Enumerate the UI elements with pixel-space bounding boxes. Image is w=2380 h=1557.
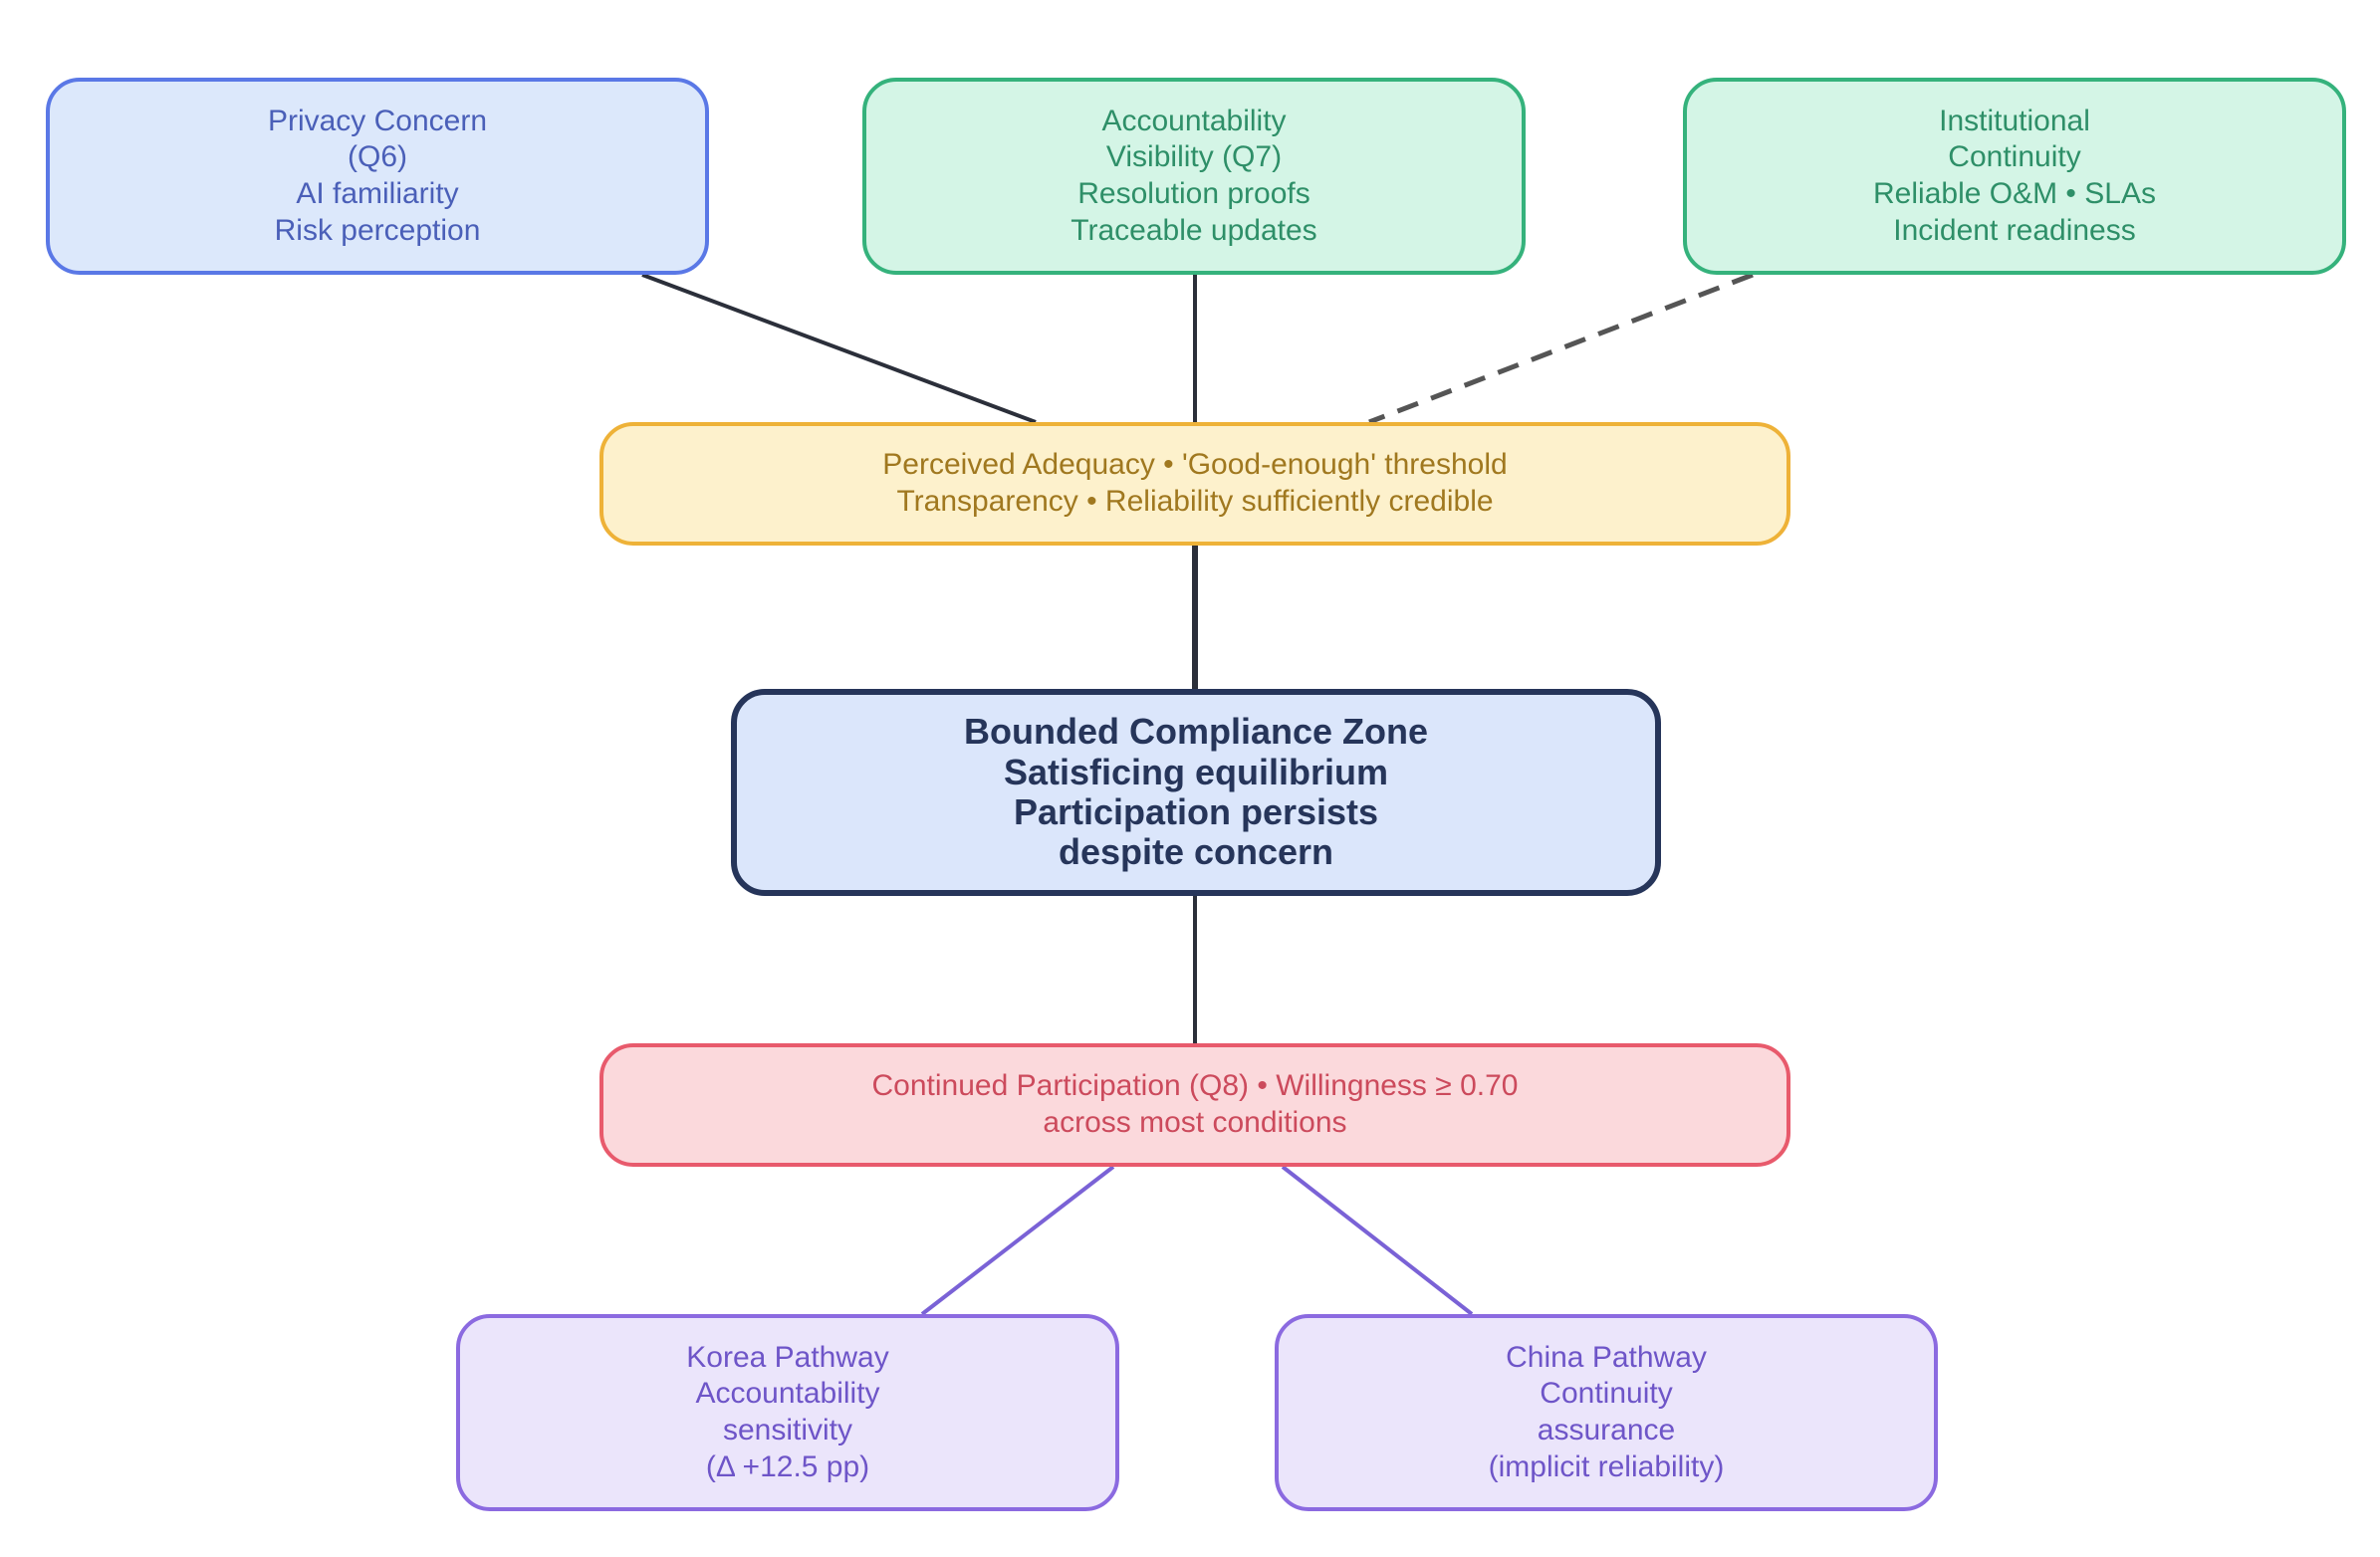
node-institutional-continuity: Institutional Continuity Reliable O&M • … [1683, 78, 2346, 275]
edge-privacy-to-adequacy [641, 273, 1037, 424]
node-line: Continuity [1948, 140, 2081, 174]
node-line: Privacy Concern [267, 104, 488, 137]
node-line: sensitivity [722, 1414, 853, 1446]
node-line: Institutional [1939, 104, 2090, 137]
node-line: (Q6) [348, 140, 407, 174]
node-line: Bounded Compliance Zone [963, 711, 1428, 753]
node-line: Perceived Adequacy • 'Good-enough' thres… [882, 448, 1508, 482]
node-line: Incident readiness [1893, 213, 2136, 247]
edge-participation-to-korea [920, 1165, 1115, 1316]
node-line: assurance [1537, 1414, 1676, 1446]
node-line: Participation persists [1013, 791, 1379, 832]
node-line: Korea Pathway [686, 1340, 889, 1374]
node-line: Visibility (Q7) [1105, 140, 1283, 174]
node-line: China Pathway [1506, 1340, 1707, 1374]
node-line: across most conditions [1043, 1106, 1347, 1139]
node-line: Resolution proofs [1077, 177, 1310, 210]
node-china-pathway: China Pathway Continuity assurance (impl… [1275, 1314, 1938, 1511]
node-line: Reliable O&M • SLAs [1873, 177, 2156, 210]
node-bounded-compliance-zone: Bounded Compliance Zone Satisficing equi… [731, 689, 1661, 896]
node-privacy-concern: Privacy Concern (Q6) AI familiarity Risk… [46, 78, 709, 275]
node-line: Accountability [1101, 104, 1287, 137]
node-line: (implicit reliability) [1488, 1449, 1725, 1483]
node-accountability-visibility: Accountability Visibility (Q7) Resolutio… [862, 78, 1526, 275]
edge-continuity-to-adequacy-dashed [1368, 272, 1754, 425]
node-line: Satisficing equilibrium [1003, 751, 1389, 792]
node-line: Continuity [1540, 1377, 1673, 1411]
node-korea-pathway: Korea Pathway Accountability sensitivity… [456, 1314, 1119, 1511]
node-perceived-adequacy: Perceived Adequacy • 'Good-enough' thres… [599, 422, 1790, 546]
node-line: Traceable updates [1071, 213, 1317, 247]
node-line: Continued Participation (Q8) • Willingne… [871, 1069, 1519, 1103]
node-line: Accountability [695, 1377, 880, 1411]
node-line: AI familiarity [296, 177, 459, 210]
node-line: despite concern [1058, 831, 1334, 873]
node-line: Transparency • Reliability sufficiently … [896, 485, 1494, 518]
edge-participation-to-china [1281, 1165, 1474, 1316]
node-line: (Δ +12.5 pp) [705, 1449, 870, 1483]
node-continued-participation: Continued Participation (Q8) • Willingne… [599, 1043, 1790, 1167]
node-line: Risk perception [274, 213, 481, 247]
